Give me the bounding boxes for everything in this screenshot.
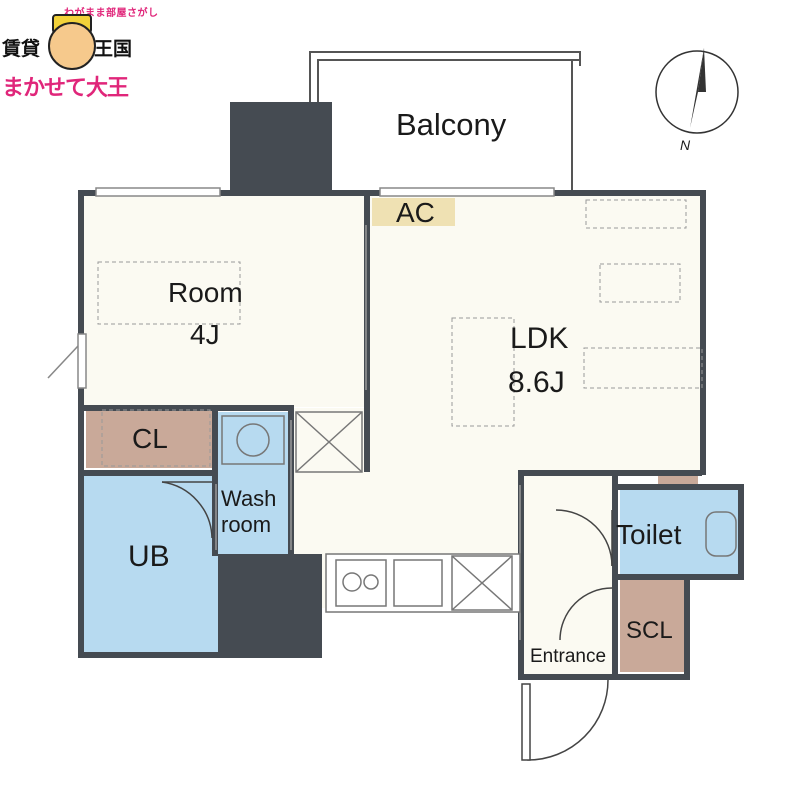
room-floor bbox=[84, 195, 368, 407]
room-label: Room bbox=[168, 277, 243, 308]
cl-floor bbox=[86, 410, 214, 468]
cl-label: CL bbox=[132, 423, 168, 454]
mascot-face-icon bbox=[48, 22, 96, 70]
partition-wall bbox=[364, 196, 370, 472]
ac-label: AC bbox=[396, 197, 435, 228]
toilet-label: Toilet bbox=[616, 519, 682, 550]
brand-name-right: 王国 bbox=[94, 38, 133, 60]
wash-label-2: room bbox=[221, 512, 271, 537]
ac-tag bbox=[372, 198, 455, 226]
stove bbox=[335, 559, 387, 607]
toilet-floor bbox=[620, 488, 740, 576]
room-size: 4J bbox=[190, 319, 220, 350]
wash-left-wall bbox=[212, 410, 218, 556]
bottom-wall bbox=[78, 652, 322, 658]
ub-floor bbox=[84, 476, 218, 652]
scl-door-swing bbox=[559, 587, 613, 641]
ub-door-swing bbox=[161, 481, 213, 539]
cl-bottom-wall bbox=[84, 470, 218, 476]
compass bbox=[655, 48, 739, 134]
ub-label: UB bbox=[128, 540, 170, 573]
hall-floor bbox=[524, 470, 616, 675]
scl-right-wall bbox=[684, 574, 690, 680]
sofa-outline bbox=[583, 347, 703, 389]
wash-basin bbox=[221, 415, 285, 465]
tv-board-outline bbox=[585, 199, 687, 229]
wash-label-1: Wash bbox=[221, 486, 276, 511]
scl-floor bbox=[620, 580, 684, 672]
brand-logo: わがまま部屋さがし 賃貸 王国 まかせて大王 bbox=[0, 0, 158, 110]
wash-floor bbox=[218, 412, 290, 554]
brand-tagline: わがまま部屋さがし bbox=[64, 8, 159, 19]
sink bbox=[393, 559, 443, 607]
balcony-label: Balcony bbox=[396, 107, 507, 142]
doors bbox=[161, 225, 613, 761]
pillar bbox=[230, 102, 332, 195]
brand-name-left: 賃貸 bbox=[2, 38, 41, 60]
toilet-right-wall bbox=[738, 484, 744, 580]
ldk-label: LDK bbox=[510, 322, 568, 355]
entrance-bottom-wall bbox=[518, 674, 690, 680]
left-wall bbox=[78, 190, 84, 656]
toilet-door-swing bbox=[555, 509, 613, 567]
entrance-label: Entrance bbox=[530, 646, 606, 667]
toilet-bottom-wall bbox=[612, 574, 744, 580]
kitchen-counter bbox=[325, 553, 521, 613]
toilet-bowl bbox=[705, 511, 737, 557]
counter-space bbox=[451, 555, 513, 611]
compass-ring bbox=[655, 50, 739, 134]
hanger-rail bbox=[101, 409, 211, 467]
right-wall bbox=[700, 190, 706, 475]
fixtures bbox=[221, 411, 737, 613]
hall-top-wall bbox=[518, 470, 702, 476]
brand-slogan: まかせて大王 bbox=[2, 76, 129, 101]
dining-table-outline bbox=[451, 317, 515, 427]
room-bottom-wall bbox=[84, 405, 294, 411]
toilet-top-wall bbox=[612, 484, 744, 490]
labels: Balcony AC Room 4J LDK 8.6J CL Wash room… bbox=[128, 107, 691, 667]
furniture bbox=[97, 199, 703, 467]
north-label: N bbox=[680, 137, 691, 153]
ldk-size: 8.6J bbox=[508, 366, 565, 399]
hall-left-wall bbox=[518, 470, 524, 680]
fridge-space bbox=[295, 411, 363, 473]
windows bbox=[47, 187, 555, 389]
scl-label: SCL bbox=[626, 617, 673, 644]
compass-needle-icon bbox=[690, 48, 704, 128]
bed-outline bbox=[97, 261, 241, 325]
pipe-shaft bbox=[218, 554, 322, 658]
table-outline bbox=[599, 263, 681, 303]
entrance-door-swing bbox=[527, 679, 609, 761]
